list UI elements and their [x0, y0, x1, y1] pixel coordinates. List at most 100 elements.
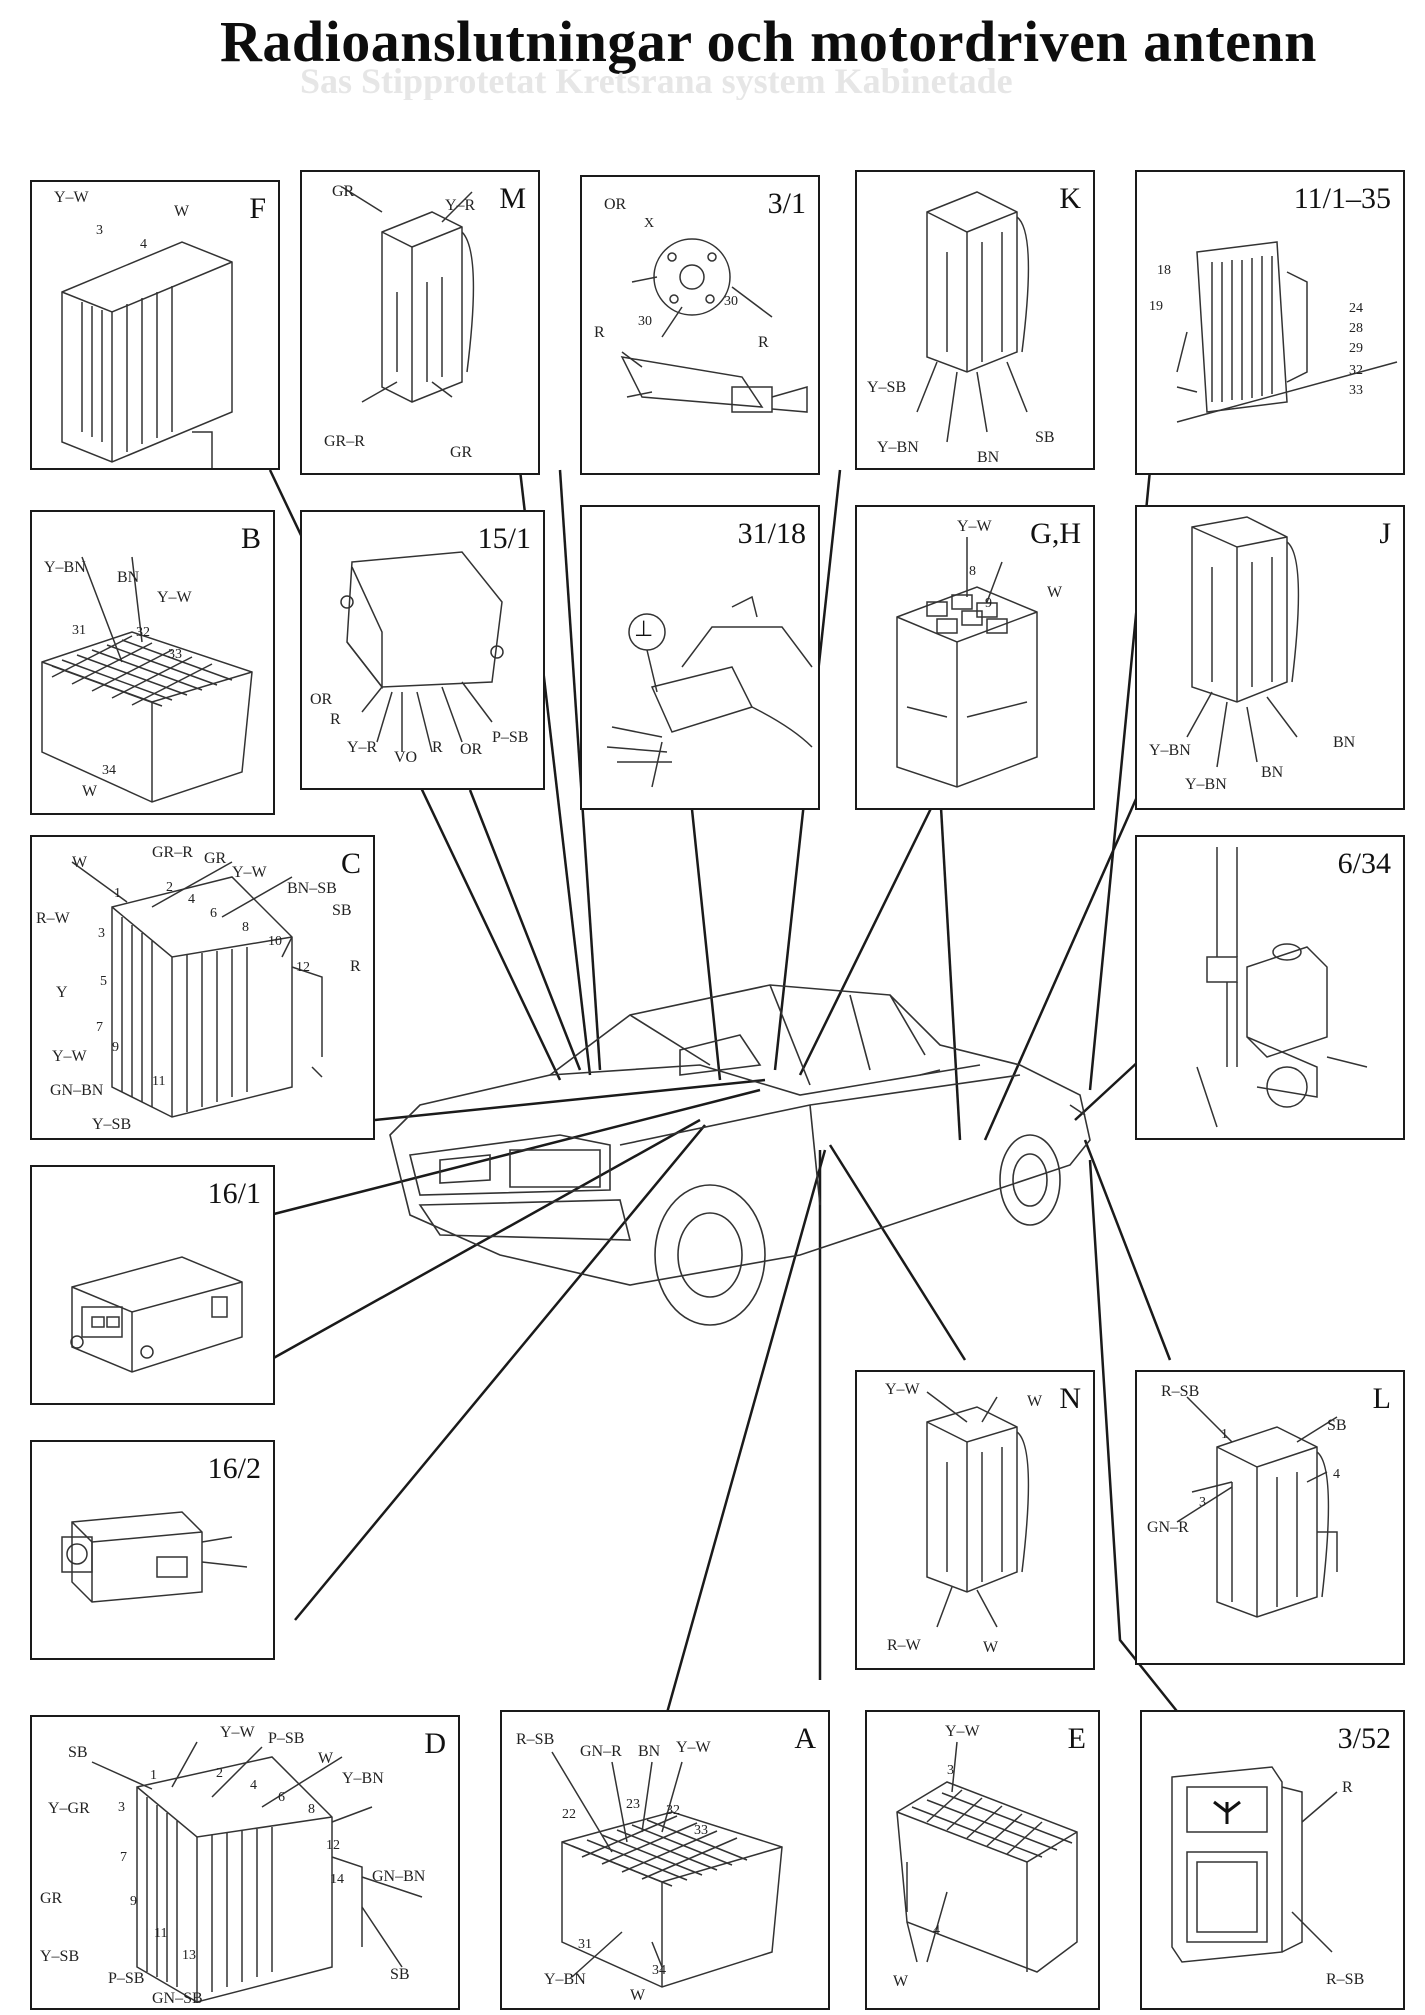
antenna-motor-drawing	[1196, 847, 1368, 1128]
panel-id: 31/18	[737, 517, 806, 550]
wire-label: Y–R	[347, 739, 378, 756]
wire-label: Y–W	[945, 1723, 980, 1740]
connector-drawing	[916, 191, 1030, 443]
fuse-number: 28	[1349, 321, 1363, 336]
car-illustration	[389, 984, 1091, 1326]
connector-drawing	[91, 1741, 423, 2003]
pin-number: 32	[136, 625, 150, 640]
wire-label: R–W	[887, 1637, 921, 1654]
page-title: Radioanslutningar och motordriven antenn	[220, 9, 1317, 74]
pin-number: 4	[140, 237, 147, 252]
pin-number: 12	[326, 1838, 340, 1853]
pin-number: 22	[562, 1807, 576, 1822]
panel-E: E Y–W 3 4 W	[865, 1710, 1100, 2010]
pin-number: 3	[947, 1763, 954, 1778]
panel-C: C W GR–R GR Y–W BN–SB SB R–W 1 2 4 6 8 1…	[30, 835, 375, 1140]
wire-label: SB	[1327, 1417, 1347, 1434]
panel-16-1: 16/1	[30, 1165, 275, 1405]
wire-label: W	[983, 1639, 999, 1656]
fuse-number: 32	[1349, 363, 1363, 378]
panel-id: 16/1	[207, 1177, 261, 1210]
fuse-number: 24	[1349, 301, 1363, 316]
wire-label: W	[72, 854, 88, 871]
terminal-label: 30	[724, 294, 738, 309]
wire-label: Y–W	[232, 864, 267, 881]
wire-label: SB	[332, 902, 352, 919]
pin-number: 11	[152, 1074, 166, 1089]
wire-label: W	[318, 1750, 334, 1767]
wire-label: Y–W	[220, 1724, 255, 1741]
panel-11-1-35: 11/1–35 18 19 24 28 29 32 33	[1135, 170, 1405, 475]
fuse-number: 33	[1349, 383, 1363, 398]
wire-label: Y–BN	[877, 439, 919, 456]
wire-label: GR	[204, 850, 227, 867]
panel-id: 11/1–35	[1293, 182, 1391, 215]
wire-label: P–SB	[492, 729, 529, 746]
wire-label: Y–W	[54, 189, 89, 206]
wire-label: W	[174, 203, 190, 220]
pin-number: 3	[1199, 1495, 1206, 1510]
module-drawing	[340, 551, 504, 753]
wire-label: Y–W	[52, 1048, 87, 1065]
pin-number: 8	[969, 564, 976, 579]
pin-number: 14	[330, 1872, 344, 1887]
panel-31-18: 31/18 ⊥	[580, 505, 820, 810]
wire-label: SB	[390, 1966, 410, 1983]
wire-label: W	[1027, 1393, 1043, 1410]
connector-drawing	[1176, 1396, 1338, 1618]
wire-label: Y–R	[445, 197, 476, 214]
panel-id: M	[499, 182, 526, 215]
amplifier-drawing	[61, 1511, 248, 1603]
wire-label: GR–R	[324, 433, 365, 450]
pin-number: 8	[308, 1802, 315, 1817]
pin-number: 4	[188, 892, 195, 907]
panel-6-34: 6/34	[1135, 835, 1405, 1140]
connector-drawing	[71, 861, 323, 1118]
connector-drawing	[61, 241, 233, 468]
panel-id: N	[1059, 1382, 1081, 1415]
wire-label: GN–R	[580, 1743, 622, 1760]
pin-number: 4	[1333, 1467, 1340, 1482]
panel-id: D	[424, 1727, 446, 1760]
radio-unit-drawing	[70, 1256, 243, 1373]
wire-label: Y–SB	[867, 379, 907, 396]
panel-id: 16/2	[207, 1452, 261, 1485]
panel-id: 15/1	[477, 522, 531, 555]
wire-label: BN	[977, 449, 1000, 466]
pin-number: 33	[694, 1823, 708, 1838]
wire-label: GN–BN	[372, 1868, 426, 1885]
wire-label: P–SB	[268, 1730, 305, 1747]
ground-symbol-icon: ⊥	[634, 617, 654, 642]
wire-label: OR	[604, 196, 627, 213]
panel-id: A	[794, 1722, 816, 1755]
wire-label: SB	[1035, 429, 1055, 446]
panel-K: K Y–SB Y–BN BN SB	[855, 170, 1095, 470]
pin-number: 6	[278, 1790, 285, 1805]
wire-label: GN–SB	[152, 1990, 203, 2007]
wire-label: P–SB	[108, 1970, 145, 1987]
wire-label: Y–W	[885, 1381, 920, 1398]
connector-drawing	[1186, 516, 1300, 768]
wire-label: Y–BN	[342, 1770, 384, 1787]
fuse-number: 29	[1349, 341, 1363, 356]
panel-id: 3/52	[1337, 1722, 1391, 1755]
terminal-label: X	[644, 216, 655, 231]
pin-number: 13	[182, 1948, 196, 1963]
pin-number: 10	[268, 934, 282, 949]
wire-label: OR	[310, 691, 333, 708]
wire-label: SB	[68, 1744, 88, 1761]
pin-number: 12	[296, 960, 310, 975]
wire-label: Y–W	[957, 518, 992, 535]
panel-M: M GR Y–R GR–R GR	[300, 170, 540, 475]
pin-number: 2	[166, 880, 173, 895]
pin-number: 23	[626, 1797, 640, 1812]
panel-id: G,H	[1030, 517, 1081, 550]
panel-id: K	[1059, 182, 1081, 215]
wire-label: GR	[450, 444, 473, 461]
pin-number: 31	[72, 623, 86, 638]
wire-label: BN	[1333, 734, 1356, 751]
wire-label: Y–SB	[92, 1116, 132, 1133]
panel-15-1: 15/1 OR R Y–R VO R OR P–SB	[300, 510, 545, 790]
wire-label: GN–R	[1147, 1519, 1189, 1536]
wire-label: GR	[40, 1890, 63, 1907]
